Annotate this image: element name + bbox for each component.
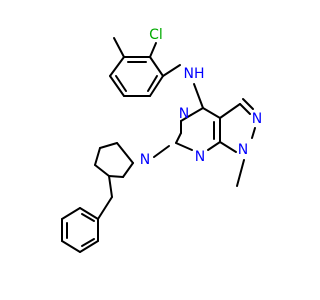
chloromethylphenyl-ring bbox=[109, 56, 164, 97]
bond bbox=[219, 141, 237, 153]
pyrimidine-n-top-label: N bbox=[179, 106, 189, 122]
aromatic-inner-bond bbox=[81, 213, 95, 222]
nh-aryl-bond bbox=[162, 64, 181, 77]
bond bbox=[61, 240, 81, 253]
pyrazole-double-bond bbox=[242, 98, 254, 110]
bond bbox=[61, 207, 81, 220]
bond bbox=[251, 127, 256, 139]
bond bbox=[202, 107, 221, 119]
c4-nh-bond bbox=[193, 83, 204, 109]
molecule-structure: Cl NH N N N N N bbox=[61, 27, 263, 253]
n-methyl-bond bbox=[236, 159, 245, 187]
piperidine-pyrimidine-bond bbox=[153, 145, 170, 158]
bond bbox=[207, 141, 221, 151]
amine-nh-label: NH bbox=[184, 66, 205, 82]
benzyl-ch2-bond bbox=[97, 196, 113, 220]
bond bbox=[109, 56, 125, 77]
bond bbox=[79, 240, 99, 253]
bond bbox=[79, 207, 99, 220]
pyrazole-ring bbox=[219, 98, 256, 153]
aromatic-inner-bond bbox=[147, 75, 158, 92]
bond bbox=[175, 132, 182, 144]
piperidine-n-label: N bbox=[140, 152, 150, 168]
pyrimidine-ring bbox=[175, 107, 221, 151]
piperidine-ring bbox=[94, 142, 134, 178]
bond bbox=[94, 147, 101, 166]
bond bbox=[180, 114, 192, 122]
bond bbox=[219, 103, 241, 119]
bond bbox=[109, 75, 125, 97]
aromatic-inner-bond bbox=[81, 238, 95, 247]
bond bbox=[108, 175, 124, 178]
bond bbox=[116, 142, 134, 164]
c-cl-bond bbox=[149, 42, 157, 58]
bond bbox=[94, 164, 110, 177]
pyrazole-n-top-label: N bbox=[252, 111, 262, 127]
chlorine-atom-label: Cl bbox=[149, 27, 163, 43]
bond bbox=[239, 103, 251, 115]
bond bbox=[122, 162, 134, 178]
bond bbox=[149, 56, 164, 77]
benzyl-phenyl-ring bbox=[61, 207, 99, 253]
pyrazole-n-methyl-label: N bbox=[238, 142, 248, 158]
bond bbox=[99, 142, 118, 149]
benzyl-ch2-bond bbox=[108, 175, 113, 198]
aromatic-inner-bond bbox=[115, 75, 127, 92]
c-methyl-bond bbox=[113, 37, 125, 58]
bond bbox=[149, 75, 164, 97]
pyrimidine-n-bottom-label: N bbox=[195, 149, 205, 165]
bond bbox=[190, 107, 204, 116]
bond bbox=[175, 142, 193, 151]
